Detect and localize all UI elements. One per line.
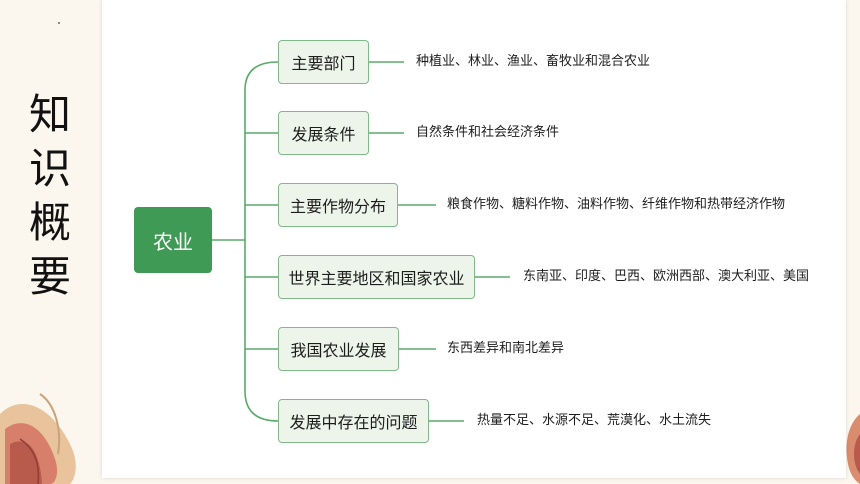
branch-detail: 热量不足、水源不足、荒漠化、水土流失 [477, 413, 712, 428]
side-title-char: 知 [28, 90, 71, 139]
branch-detail: 东西差异和南北差异 [447, 341, 565, 356]
side-title-char: 要 [28, 252, 71, 301]
branch-detail: 东南亚、印度、巴西、欧洲西部、澳大利亚、美国 [523, 269, 810, 284]
side-title: 知 识 概 要 [20, 88, 80, 304]
connector-lines [212, 61, 510, 422]
branch-node-china-development: 我国农业发展 [278, 327, 399, 371]
mindmap-panel: 农业 主要部门 发展条件 主要作物分布 世界主要地区和国家农业 我国农业发展 发… [102, 0, 846, 478]
side-title-char: 概 [28, 198, 71, 247]
flower-decoration-left [0, 393, 76, 484]
branch-detail: 自然条件和社会经济条件 [416, 125, 560, 140]
root-node: 农业 [134, 207, 212, 273]
branch-detail: 粮食作物、糖料作物、油料作物、纤维作物和热带经济作物 [447, 197, 786, 212]
branch-node-main-sectors: 主要部门 [278, 40, 369, 84]
branch-node-development-conditions: 发展条件 [278, 111, 369, 155]
branch-node-crop-distribution: 主要作物分布 [278, 183, 398, 227]
branch-node-world-regions: 世界主要地区和国家农业 [278, 255, 475, 299]
side-title-char: 识 [28, 144, 71, 193]
flower-decoration-right [846, 414, 860, 484]
branch-detail: 种植业、林业、渔业、畜牧业和混合农业 [416, 54, 651, 69]
branch-node-problems: 发展中存在的问题 [278, 399, 429, 443]
decorative-dot [58, 22, 60, 24]
